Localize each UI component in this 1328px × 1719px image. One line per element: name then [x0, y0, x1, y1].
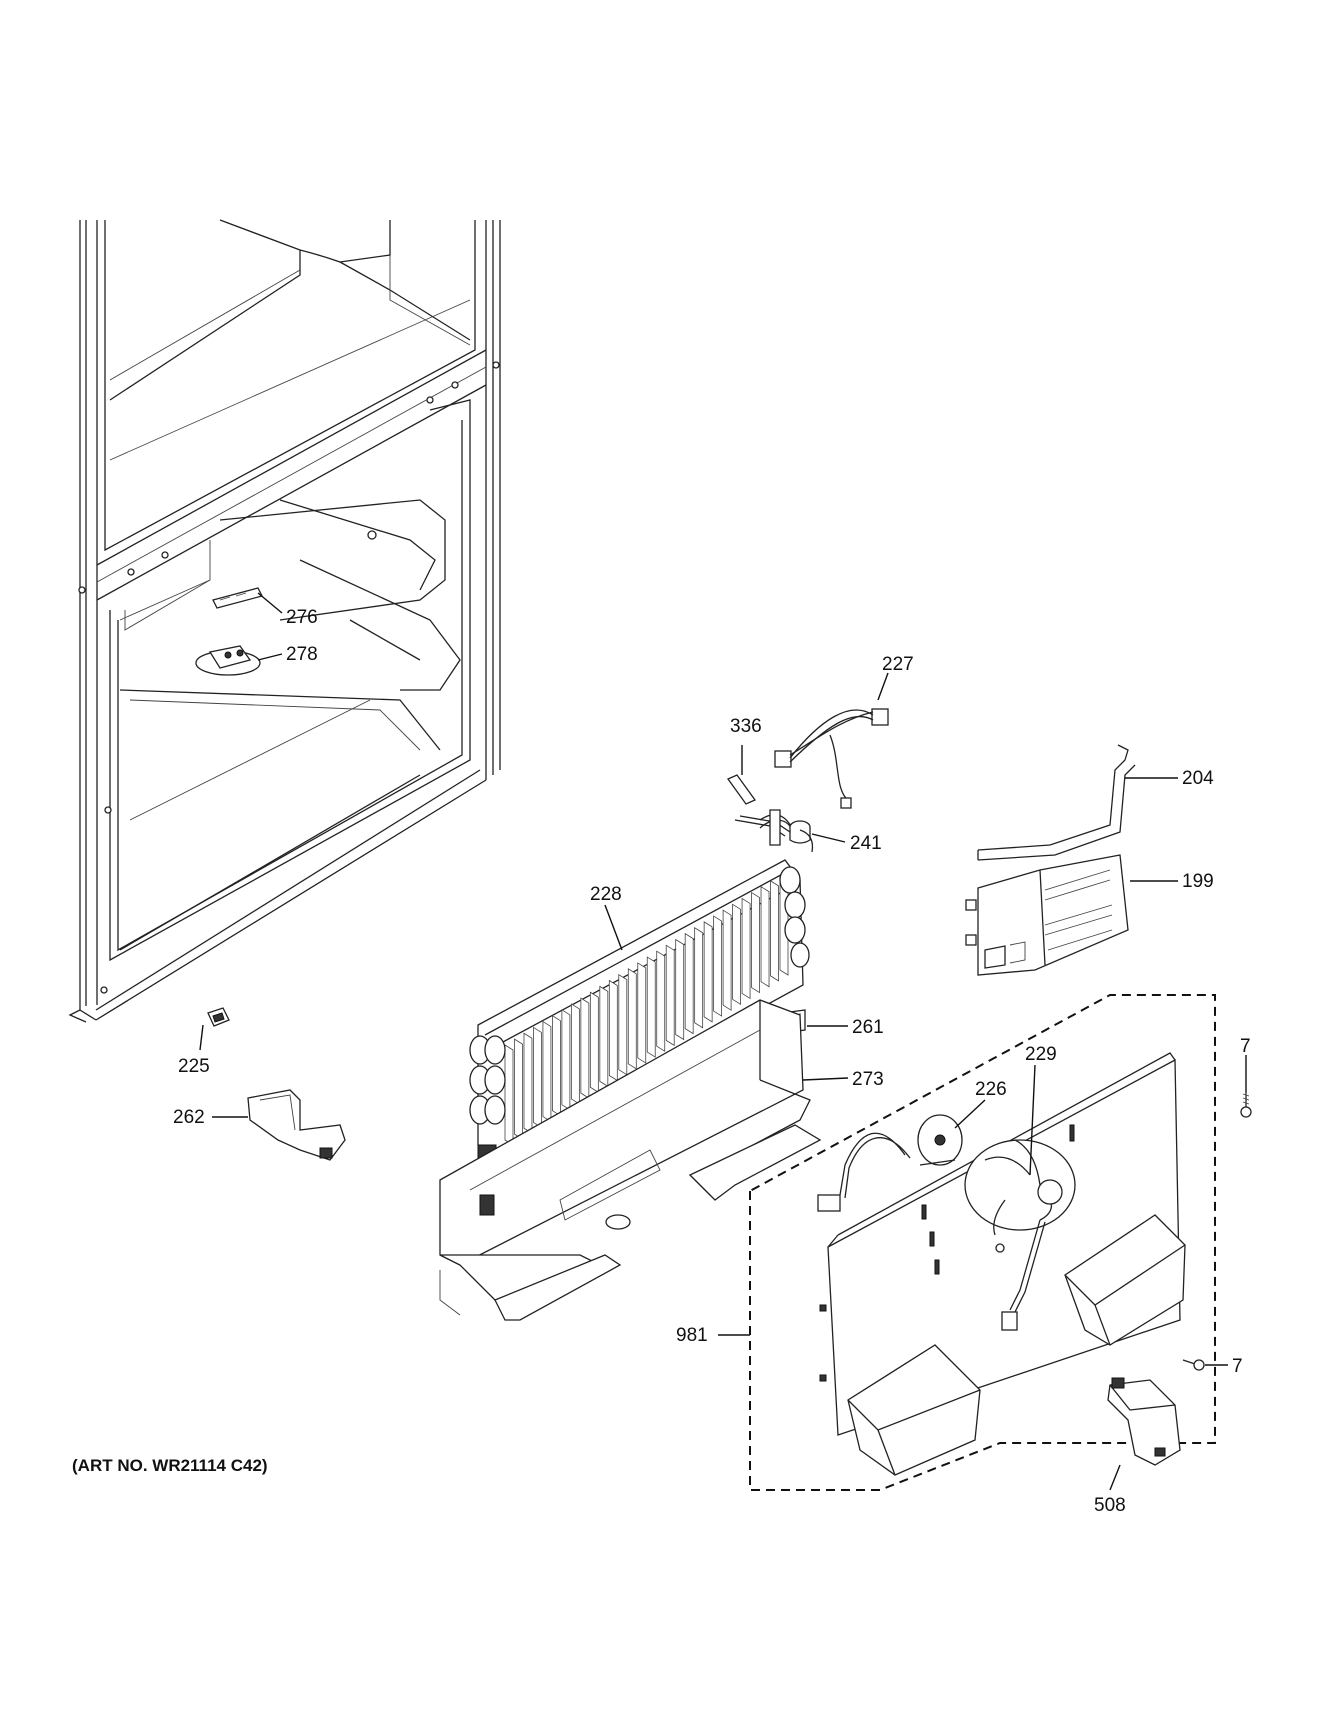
assembly-981-boundary — [749, 994, 1216, 1491]
part-227-wire-harness — [774, 708, 889, 809]
evaporator-fin — [523, 1032, 533, 1135]
evaporator-fin — [646, 956, 656, 1058]
part-278-light-housing — [195, 645, 261, 676]
evaporator-fin — [770, 880, 779, 982]
leader-lines — [199, 592, 1247, 1491]
part-7-screw-lower — [1182, 1359, 1205, 1371]
callout-228: 228 — [590, 884, 622, 905]
part-229-fan-blade — [964, 1139, 1076, 1236]
evaporator-fin — [504, 1044, 514, 1146]
part-225-switch — [207, 1007, 230, 1027]
evaporator-fin — [656, 950, 666, 1052]
evaporator-fin — [665, 944, 675, 1047]
evaporator-fin — [542, 1020, 552, 1123]
part-336-fuse — [727, 774, 756, 805]
evaporator-fin — [533, 1026, 542, 1129]
evaporator-fin — [561, 1009, 571, 1111]
part-226-fan-motor — [917, 1114, 963, 1166]
callout-204: 204 — [1182, 768, 1214, 789]
part-981-fan-assembly-panel — [817, 1052, 1186, 1476]
callout-981: 981 — [676, 1325, 708, 1346]
callout-276: 276 — [286, 607, 318, 628]
callout-241: 241 — [850, 833, 882, 854]
part-262-bracket — [247, 1089, 346, 1161]
cabinet-drawing — [68, 219, 501, 1023]
evaporator-fin — [713, 915, 723, 1017]
callout-278: 278 — [286, 644, 318, 665]
evaporator-fin — [675, 938, 685, 1041]
evaporator-fin — [599, 985, 609, 1088]
part-7-screw-upper — [1240, 1092, 1252, 1118]
callout-261: 261 — [852, 1017, 884, 1038]
part-508-cover — [1107, 1377, 1181, 1466]
evaporator-fin — [589, 991, 599, 1093]
callout-226: 226 — [975, 1079, 1007, 1100]
part-273-drain-pan — [439, 999, 822, 1321]
callout-199: 199 — [1182, 871, 1214, 892]
evaporator-fin — [618, 973, 628, 1076]
part-228-evaporator — [469, 809, 814, 1166]
evaporator-fin — [570, 1003, 580, 1105]
evaporator-fin — [760, 886, 770, 988]
evaporator-fin — [514, 1038, 523, 1140]
evaporator-fin — [552, 1014, 561, 1117]
evaporator-fin — [637, 962, 647, 1064]
callout-labels: 276 278 227 336 204 241 199 228 261 225 … — [173, 607, 1251, 1516]
callout-7-upper: 7 — [1240, 1036, 1251, 1057]
callout-336: 336 — [730, 716, 762, 737]
part-276-sensor-bracket — [212, 587, 263, 609]
evaporator-fin — [741, 897, 751, 1000]
art-number-label: (ART NO. WR21114 C42) — [72, 1456, 268, 1475]
evaporator-fin — [627, 968, 637, 1070]
evaporator-fin — [732, 903, 741, 1006]
evaporator-fin — [694, 927, 704, 1029]
callout-225: 225 — [178, 1056, 210, 1077]
evaporator-fin — [703, 921, 713, 1023]
evaporator-fin — [684, 932, 694, 1035]
evaporator-fin — [751, 891, 760, 994]
part-204-seal — [977, 744, 1136, 861]
callout-7-lower: 7 — [1232, 1356, 1243, 1377]
callout-508: 508 — [1094, 1495, 1126, 1516]
evaporator-fin — [580, 997, 590, 1099]
callout-262: 262 — [173, 1107, 205, 1128]
part-199-evaporator-cover — [965, 854, 1129, 976]
evaporator-fin — [608, 979, 618, 1082]
callout-227: 227 — [882, 654, 914, 675]
callout-229: 229 — [1025, 1044, 1057, 1065]
evaporator-fin — [722, 909, 732, 1011]
callout-273: 273 — [852, 1069, 884, 1090]
